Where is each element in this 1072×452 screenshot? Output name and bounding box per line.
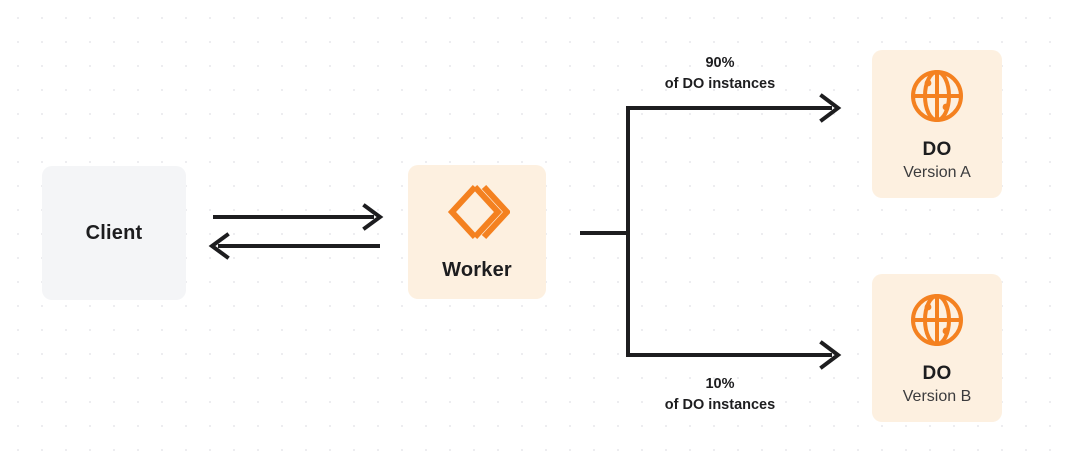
edge-label-do-b-percent: 10%: [705, 376, 735, 392]
cloudflare-workers-icon: [444, 183, 510, 241]
edge-worker-to-do-a: [626, 93, 842, 123]
node-client[interactable]: Client: [42, 166, 186, 300]
edge-label-do-b-detail: of DO instances: [664, 396, 776, 413]
edge-label-do-a: 90% of DO instances: [612, 53, 828, 94]
edge-worker-to-do-b: [626, 340, 842, 370]
edge-label-do-a-percent: 90%: [705, 55, 735, 71]
node-do-version-a[interactable]: DO Version A: [872, 50, 1002, 198]
edge-label-do-b: 10% of DO instances: [612, 374, 828, 415]
edge-worker-branch-trunk: [580, 106, 630, 357]
node-worker-label: Worker: [442, 258, 512, 281]
node-do-b-label: DO: [922, 362, 952, 384]
node-worker[interactable]: Worker: [408, 165, 546, 299]
durable-object-globe-icon: [908, 67, 966, 125]
node-client-label: Client: [85, 221, 143, 244]
edge-client-to-worker: [213, 203, 384, 231]
node-do-b-version: Version B: [902, 387, 972, 405]
edge-worker-to-client: [208, 232, 380, 260]
edge-label-do-a-detail: of DO instances: [664, 75, 776, 92]
node-do-a-version: Version A: [903, 163, 971, 181]
durable-object-globe-icon: [908, 291, 966, 349]
node-do-a-label: DO: [922, 138, 952, 160]
node-do-version-b[interactable]: DO Version B: [872, 274, 1002, 422]
